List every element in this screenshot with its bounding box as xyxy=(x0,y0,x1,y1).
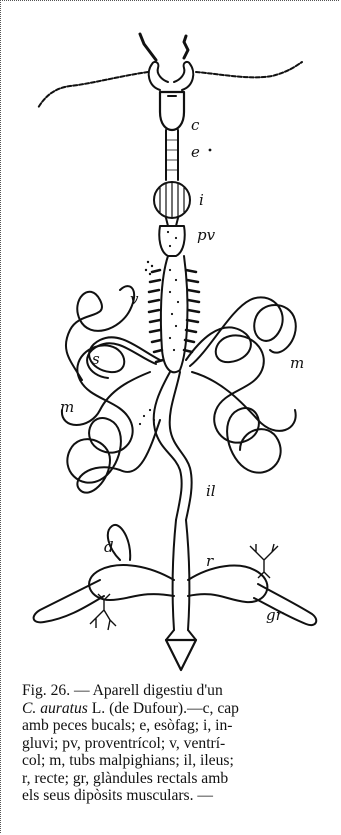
caption-line: Fig. 26. — Aparell digestiu d'un xyxy=(22,682,336,700)
malpighian-tubules-left xyxy=(67,337,160,492)
antenna-right xyxy=(196,62,302,77)
caption-line: col; m, tubs malpighians; il, ileus; xyxy=(22,752,336,770)
esophagus xyxy=(166,130,178,180)
digestive-tract-illustration xyxy=(0,0,341,680)
malpighian-tubules-right xyxy=(186,327,281,472)
mandible-right xyxy=(174,62,193,90)
label-m-right: m xyxy=(290,356,304,371)
ventriculus xyxy=(161,256,188,372)
gland-tuft-right xyxy=(250,544,278,578)
label-m-left: m xyxy=(60,400,74,415)
label-i: i xyxy=(199,193,204,208)
rectal-gland-right xyxy=(188,566,267,603)
label-il: il xyxy=(206,484,216,499)
rectum xyxy=(173,520,190,630)
caption-line: gluvi; pv, proventrícol; v, ventrí- xyxy=(22,735,336,753)
label-c: c xyxy=(191,118,199,133)
caption-line: C. auratus L. (de Dufour).—c, cap xyxy=(22,700,336,718)
anus-arrow xyxy=(166,640,196,670)
label-d: d xyxy=(104,540,114,555)
figure-caption: Fig. 26. — Aparell digestiu d'un C. aura… xyxy=(22,682,336,805)
antenna-left xyxy=(38,72,148,108)
caption-line: els seus dipòsits musculars. — xyxy=(22,787,336,805)
head xyxy=(160,92,184,130)
rectal-gland-left xyxy=(89,565,174,600)
palp-left xyxy=(140,34,156,60)
label-s: s xyxy=(92,352,100,367)
caption-line: amb peces bucals; e, esòfag; i, in- xyxy=(22,717,336,735)
mandible-left xyxy=(149,62,168,90)
label-e: e xyxy=(191,145,200,160)
label-v: v xyxy=(130,292,138,307)
label-gr: gr xyxy=(266,608,283,623)
caption-line: r, recte; gr, glàndules rectals amb xyxy=(22,770,336,788)
caption-species-name: C. auratus xyxy=(22,700,88,717)
proventriculus xyxy=(159,226,184,256)
label-r: r xyxy=(206,554,213,569)
caption-line-rest: L. (de Dufour).—c, cap xyxy=(88,700,239,717)
label-pv: pv xyxy=(197,228,215,243)
palp-right xyxy=(184,36,188,58)
